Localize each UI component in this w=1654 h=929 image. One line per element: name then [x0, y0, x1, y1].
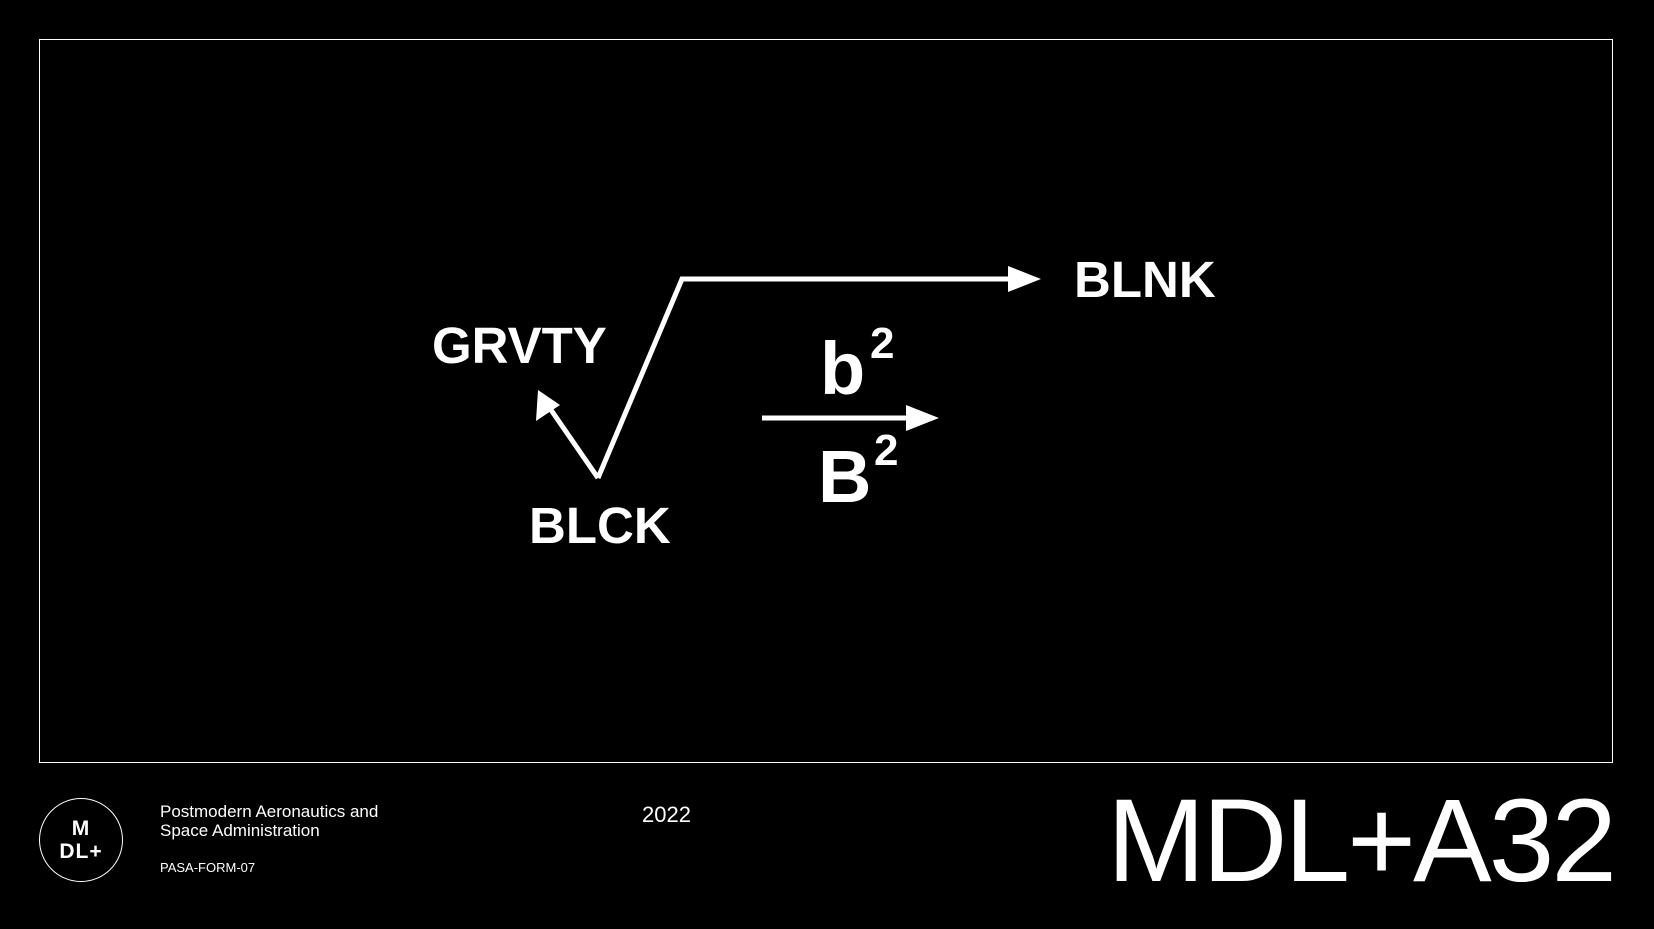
denominator-exponent: 2: [874, 426, 898, 475]
organization-name: Postmodern Aeronautics and Space Adminis…: [160, 802, 440, 840]
form-id: PASA-FORM-07: [160, 860, 256, 875]
org-line-2: Space Administration: [160, 821, 320, 840]
diagram-frame: [39, 39, 1613, 763]
blnk-arrowhead: [1008, 266, 1041, 292]
main-title: MDL+A32: [1106, 775, 1617, 907]
logo-line-2: DL+: [59, 840, 103, 863]
logo-line-1: M: [71, 817, 91, 840]
grvty-arrowhead: [536, 390, 560, 421]
year: 2022: [642, 802, 691, 827]
denominator-base: B: [818, 435, 871, 518]
label-grvty: GRVTY: [432, 317, 607, 374]
fraction-arrowhead: [906, 405, 939, 431]
mdl-logo: M DL+: [39, 798, 123, 882]
label-blck: BLCK: [529, 497, 671, 554]
org-line-1: Postmodern Aeronautics and: [160, 802, 379, 821]
numerator-base: b: [820, 327, 865, 410]
numerator-exponent: 2: [870, 319, 894, 368]
grvty-arrow-shaft: [546, 405, 601, 480]
label-blnk: BLNK: [1074, 251, 1216, 308]
radical-stroke: [595, 276, 1010, 479]
